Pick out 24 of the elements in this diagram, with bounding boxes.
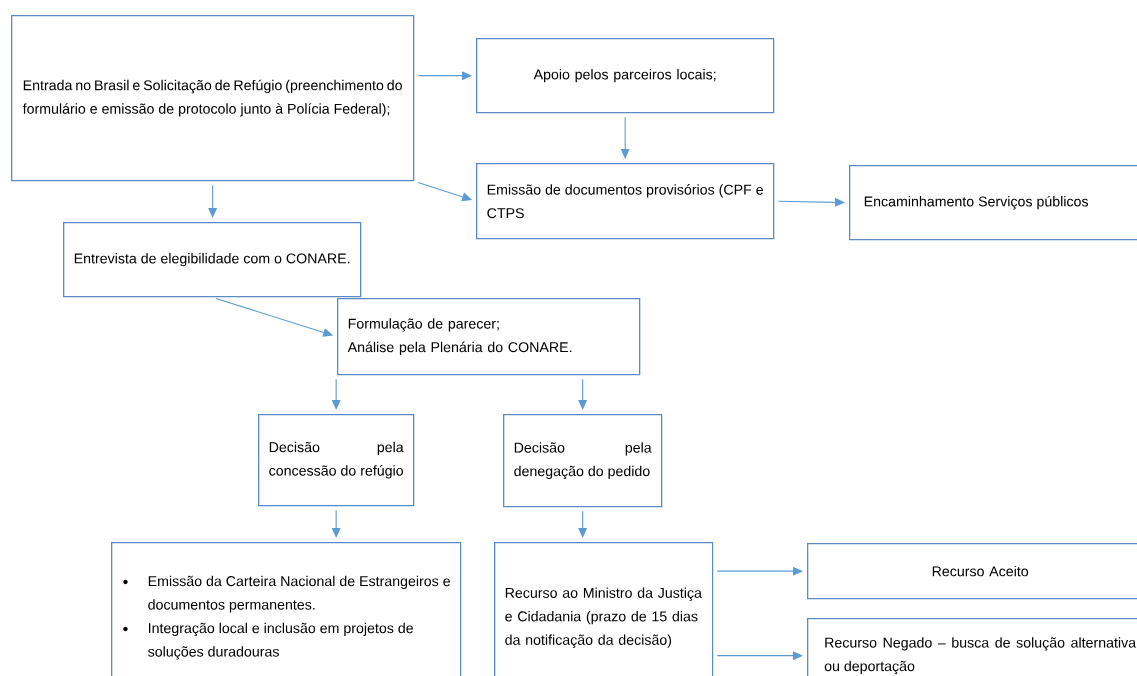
process-box: Emissão da Carteira Nacional de Estrangeiros e documentos permanentes. Integração local e inclusão em projetos de soluções duradouras: [111, 542, 462, 676]
process-box: Recurso ao Ministro da Justiça e Cidadania (prazo de 15 dias da notificação da decisão): [494, 542, 714, 676]
arrow: [417, 71, 472, 81]
arrow: [716, 651, 803, 661]
process-box: Entrevista de elegibilidade com o CONARE.: [63, 222, 362, 298]
process-box: Entrada no Brasil e Solicitação de Refúgio (preenchimento do formulário e emissão de protocolo junto à Polícia Federal);: [11, 15, 415, 182]
arrow: [578, 378, 588, 410]
arrow: [417, 181, 473, 202]
arrow: [716, 566, 803, 576]
process-box: Recurso Aceito: [807, 543, 1137, 600]
process-box: Encaminhamento Serviços públicos: [849, 165, 1137, 241]
arrow: [331, 509, 341, 538]
process-box: Recurso Negado – busca de solução alternativa ou deportação: [807, 618, 1137, 676]
process-box: Formulação de parecer; Análise pela Plenária do CONARE.: [337, 298, 641, 376]
arrow: [578, 510, 588, 538]
arrow: [620, 116, 630, 159]
process-box: Decisão pela denegação do pedido: [503, 414, 663, 508]
arrow: [215, 297, 334, 337]
process-box: Emissão de documentos provisórios (CPF e CTPS: [476, 163, 775, 240]
arrow: [777, 197, 845, 207]
process-box: Decisão pela concessão do refúgio: [258, 414, 415, 507]
process-box: Apoio pelos parceiros locais;: [476, 38, 775, 114]
arrow: [208, 184, 218, 218]
arrow: [331, 378, 341, 410]
